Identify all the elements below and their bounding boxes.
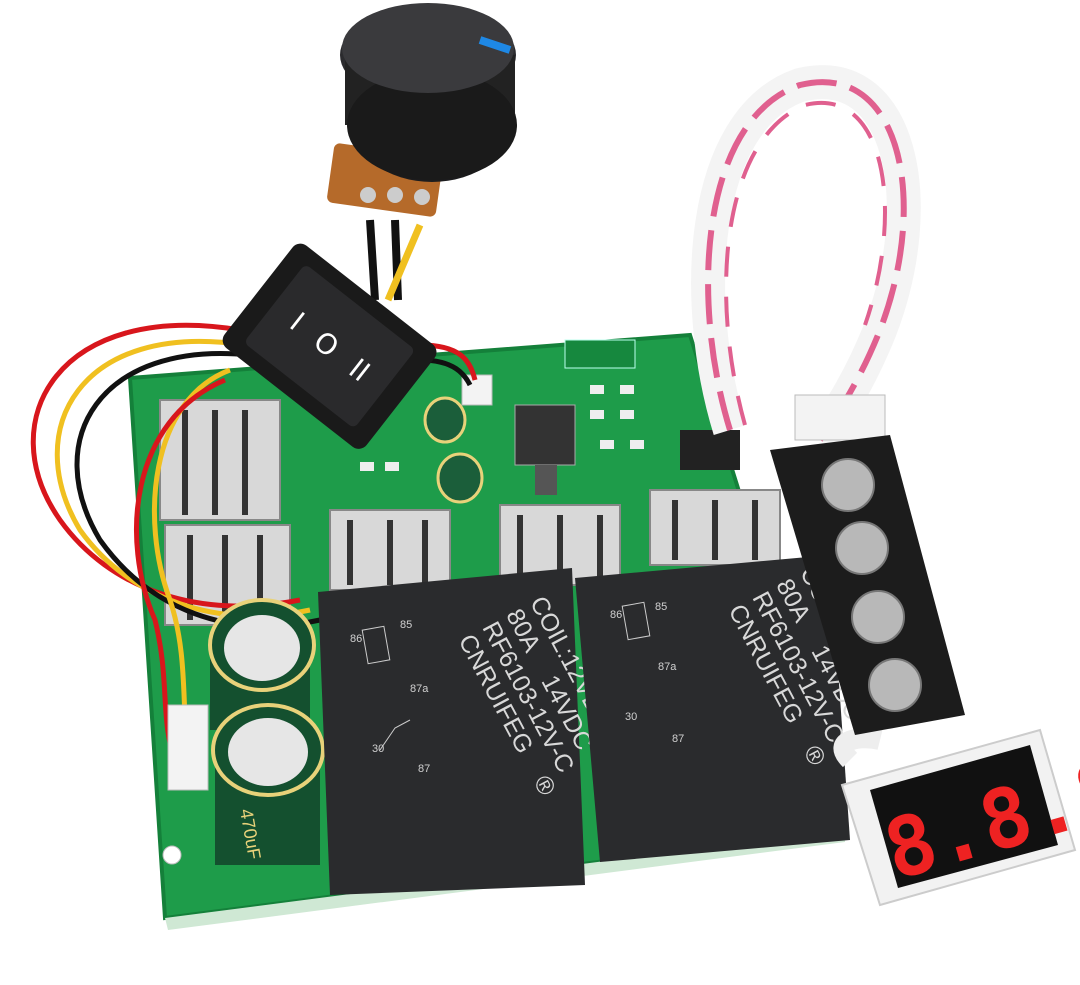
- ribbon-cable: [691, 65, 921, 768]
- rocker-switch[interactable]: I O II: [219, 240, 441, 453]
- pin-30: 30: [372, 743, 384, 755]
- capacitors: 470uF: [208, 598, 325, 865]
- screw-terminal-4: [868, 658, 922, 712]
- screw-terminal-2: [835, 521, 889, 575]
- terminal-block: [770, 435, 965, 735]
- led-display: 8.8.8.: [840, 726, 1080, 907]
- connector: [167, 704, 209, 791]
- ribbon-connector: [794, 394, 886, 441]
- pin-86: 86: [350, 633, 362, 645]
- relay-1: CNRUIFEG RF6103-12V-C 80A 14VDC COIL:12V…: [318, 568, 617, 895]
- knob-icon[interactable]: [340, 3, 517, 182]
- pin-87: 87: [672, 733, 684, 745]
- pin-87a: 87a: [410, 683, 429, 695]
- pin-85: 85: [400, 619, 412, 631]
- pin-87: 87: [418, 763, 430, 775]
- wire-bundle: [30, 219, 478, 761]
- mounting-hole: [162, 845, 182, 865]
- pin-86: 86: [610, 609, 622, 621]
- pin-87a: 87a: [658, 661, 677, 673]
- screw-terminal-3: [851, 590, 905, 644]
- smd-components: [360, 339, 740, 504]
- pin-85: 85: [655, 601, 667, 613]
- heatsink-fins: [182, 410, 758, 620]
- screw-terminal-1: [821, 458, 875, 512]
- pin-30: 30: [625, 711, 637, 723]
